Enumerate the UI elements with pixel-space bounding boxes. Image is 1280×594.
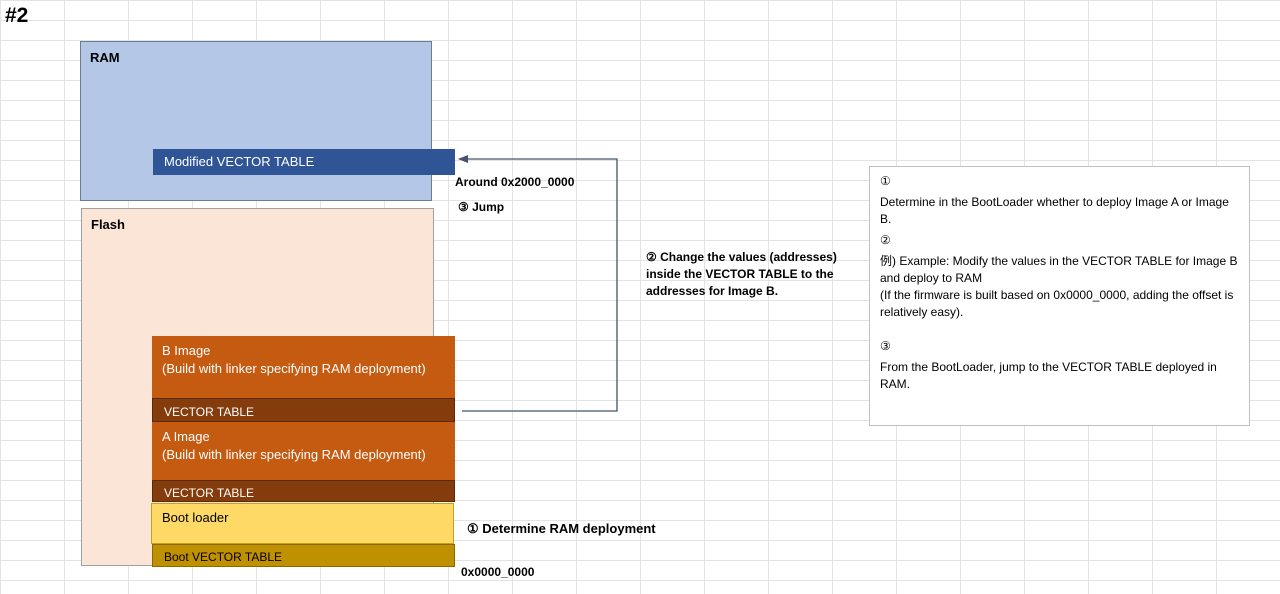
change-values-line: inside the VECTOR TABLE to the — [646, 267, 834, 281]
change-values-label: ② Change the values (addresses) inside t… — [646, 249, 837, 300]
flash-label: Flash — [91, 217, 125, 232]
step3-text: From the BootLoader, jump to the VECTOR … — [880, 360, 1217, 391]
a-image-title: A Image — [162, 429, 210, 444]
b-image-block: B Image (Build with linker specifying RA… — [152, 336, 455, 398]
jump-arrow — [458, 155, 618, 412]
step2-text: 例) Example: Modify the values in the VEC… — [880, 254, 1238, 285]
step3-marker: ③ — [880, 339, 891, 353]
step1-text: Determine in the BootLoader whether to d… — [880, 195, 1229, 226]
step2-note: (If the firmware is built based on 0x000… — [880, 288, 1234, 319]
modified-vector-table: Modified VECTOR TABLE — [153, 149, 455, 175]
a-image-block: A Image (Build with linker specifying RA… — [152, 422, 455, 480]
notes-textbox: ① Determine in the BootLoader whether to… — [869, 166, 1250, 426]
change-values-line: ② Change the values (addresses) — [646, 250, 837, 264]
ram-address-label: Around 0x2000_0000 — [455, 175, 575, 189]
change-values-line: addresses for Image B. — [646, 284, 779, 298]
sheet-title: #2 — [5, 4, 29, 27]
boot-loader-block: Boot loader — [151, 503, 454, 544]
b-image-title: B Image — [162, 343, 211, 358]
determine-ram-label: ① Determine RAM deployment — [467, 521, 656, 536]
a-image-vector-table: VECTOR TABLE — [152, 480, 455, 502]
b-image-vector-table: VECTOR TABLE — [152, 398, 455, 422]
jump-label: ③ Jump — [458, 200, 505, 214]
base-address-label: 0x0000_0000 — [461, 565, 535, 579]
step2-marker: ② — [880, 233, 891, 247]
step1-marker: ① — [880, 174, 891, 188]
a-image-subtitle: (Build with linker specifying RAM deploy… — [162, 447, 426, 462]
b-image-subtitle: (Build with linker specifying RAM deploy… — [162, 361, 426, 376]
boot-vector-table: Boot VECTOR TABLE — [152, 544, 455, 567]
ram-label: RAM — [90, 50, 120, 65]
